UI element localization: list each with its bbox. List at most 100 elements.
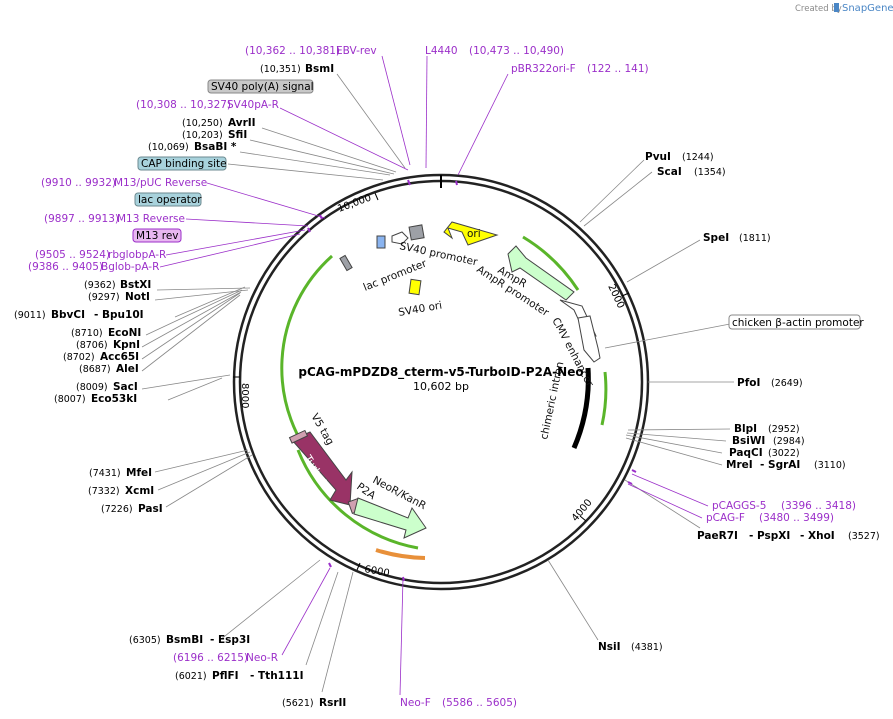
sv40-ori-label: SV40 ori [397,299,443,318]
pspxi-site: - PspXI [749,530,790,542]
rbglob-primer: rbglobpA-R [108,249,166,261]
l4440-primer: L4440 [425,45,458,57]
pcaggs5-range: (3396 .. 3418) [781,500,856,512]
lac-operator-box [376,235,386,249]
alei-pos: (8687) [79,364,111,375]
ebv-rev-primer: EBV-rev [336,45,377,57]
bstxi-site: BstXI [120,279,151,291]
bsabi-site: BsaBI * [194,141,237,153]
tth111i-site: - Tth111I [250,670,304,682]
pflfi-pos: (6021) [175,671,207,682]
bglob-range: (9386 .. 9405) [28,261,103,273]
sv40-promoter-box [408,224,425,241]
scai-site: ScaI [657,166,682,178]
m13rev-primer: M13 Reverse [117,213,185,225]
lac-operator-label: lac operator [138,194,202,206]
pbr322-range: (122 .. 141) [587,63,649,75]
bsmbi-pos: (6305) [129,635,161,646]
mfei-pos: (7431) [89,468,121,479]
neo-r-primer: Neo-R [246,652,278,664]
rbglob-range: (9505 .. 9524) [35,249,110,261]
rsrii-site: RsrII [319,697,346,709]
sgrai-site: - SgrAI [760,459,800,471]
econi-site: EcoNI [108,327,141,339]
tick-6000 [356,562,361,571]
cba-promoter-label: chicken β-actin promoter [732,317,864,329]
bbvci-pos: (9011) [14,310,46,321]
bsmi-pos: (10,351) [260,64,301,75]
brand-name: SnapGene [842,3,893,14]
plasmid-name: pCAG-mPDZD8_cterm-v5-TurboID-P2A-Neo [298,365,583,380]
pfoi-site: PfoI [737,377,760,389]
tick-4000 [579,515,587,522]
ampr-green-arc [522,235,580,291]
bglob-primer: Bglob-pA-R [101,261,159,273]
lac-operator-tag [134,192,202,207]
credit-prefix: Created by [795,4,842,14]
tick-label-10000: 10,000 [336,193,373,215]
turboid-green-arc [296,449,419,550]
neo-r-range: (6196 .. 6215) [173,652,248,664]
ori-arrow [443,221,499,246]
neor-arrow [353,497,427,539]
kpni-site: KpnI [113,339,140,351]
xcmi-pos: (7332) [88,486,120,497]
sv40-polya-box [207,79,314,94]
m13rev-range: (9897 .. 9913) [44,213,119,225]
primer-marks [307,179,637,582]
pasi-pos: (7226) [101,504,133,515]
pvui-pos: (1244) [682,152,714,163]
avrii-pos: (10,250) [182,118,223,129]
scai-pos: (1354) [694,167,726,178]
avrii-site: AvrII [228,117,256,129]
m13-rev-tag [132,228,182,243]
pbr322-primer: pBR322ori-F [511,63,576,75]
bsmbi-site: BsmBI [166,634,203,646]
tick-label-6000: 6000 [363,564,390,579]
blpi-site: BlpI [734,423,757,435]
primer-leader-lines [159,55,709,696]
sv40-polya-label: SV40 poly(A) signal [211,81,314,93]
xcmi-site: XcmI [125,485,154,497]
tick-2000 [621,292,630,297]
tick-10000 [374,192,379,201]
esp3i-site: - Esp3I [210,634,250,646]
nsii-site: NsiI [598,641,621,653]
mfei-site: MfeI [126,467,152,479]
sv40-ori-box [408,278,422,296]
cap-label: CAP binding site [141,158,227,170]
bbvci-site: BbvCI [51,309,85,321]
pcagf-range: (3480 .. 3499) [759,512,834,524]
paqci-site: PaqCI [729,447,763,459]
ampr-arrow [507,245,575,301]
enzyme-leader-lines [141,73,734,693]
m13puc-range: (9910 .. 9932) [41,177,116,189]
tick-label-8000: 8000 [239,383,250,408]
spei-site: SpeI [703,232,729,244]
intron-green-arc [600,371,608,426]
blpi-pos: (2952) [768,424,800,435]
pflfi-site: PflFI [212,670,239,682]
mrei-site: MreI [726,459,753,471]
cap-box [137,156,227,171]
globin-polya-box [339,254,353,272]
ori-label: ori [467,228,481,240]
bsiwi-site: BsiWI [732,435,765,447]
paer7i-site: PaeR7I [697,530,738,542]
pcaggs5-primer: pCAGGS-5 [712,500,766,512]
m13-rev-label: M13 rev [136,230,179,242]
acc65i-pos: (8702) [63,352,95,363]
econi-pos: (8710) [71,328,103,339]
cmv-enhancer-arrow [577,315,601,363]
turboid-arrow [291,431,353,506]
neo-f-range: (5586 .. 5605) [442,697,517,709]
snapgene-logo-icon [834,3,839,12]
bsabi-pos: (10,069) [148,142,189,153]
sgrai-pos: (3110) [814,460,846,471]
neo-orange-arc [375,548,426,560]
pcagf-primer: pCAG-F [706,512,745,524]
plasmid-size: 10,602 bp [413,380,469,393]
eco53ki-site: Eco53kI [91,393,137,405]
l4440-range: (10,473 .. 10,490) [469,45,564,57]
m13puc-primer: M13/pUC Reverse [114,177,207,189]
